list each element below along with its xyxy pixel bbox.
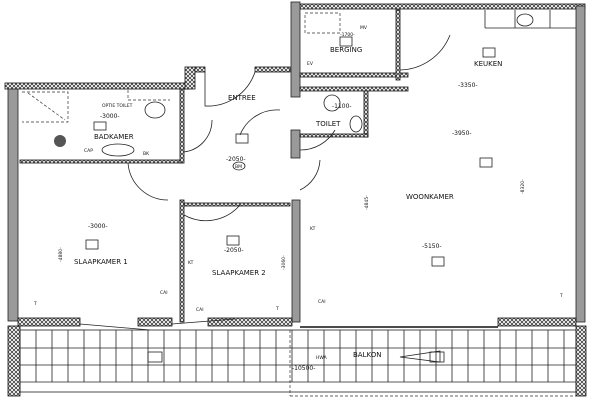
t-symbol: T	[275, 306, 279, 312]
label-badkamer: BADKAMER	[94, 133, 134, 141]
label-toilet: TOILET	[315, 120, 341, 128]
kt-symbol: KT	[310, 226, 316, 232]
label-berging: BERGING	[330, 46, 362, 54]
label-keuken: KEUKEN	[474, 60, 502, 68]
dim-slaapkamer2-depth: -3060-	[281, 255, 287, 270]
optional-toilet-icon	[144, 101, 166, 119]
cap-symbol: CAP	[84, 148, 93, 154]
dim-woonkamer-depth: -4845-	[364, 195, 370, 210]
kt-symbol: KT	[188, 260, 194, 266]
installation-symbols: BM CAP BK MV EV KT KT CAI CAI CAI T T T …	[33, 25, 563, 361]
label-entree: ENTREE	[228, 94, 256, 102]
washbasin-icon	[101, 143, 135, 157]
walls	[4, 1, 586, 328]
doors	[79, 34, 451, 331]
label-optie-toilet: OPTIE TOILET	[102, 103, 133, 109]
dim-berging: -1700-	[340, 32, 355, 38]
dim-entree: -2050-	[226, 156, 246, 163]
dim-slaapkamer2: -2050-	[224, 247, 244, 254]
t-symbol: T	[559, 293, 563, 299]
label-slaapkamer-2: SLAAPKAMER 2	[212, 269, 266, 277]
label-slaapkamer-1: SLAAPKAMER 1	[74, 258, 128, 266]
dim-balkon: -10500-	[292, 365, 315, 372]
dim-slaapkamer1: -3000-	[88, 223, 108, 230]
label-woonkamer: WOONKAMER	[406, 193, 454, 201]
dimension-labels: -3000- -2050- -3350- -1100- -3950- -5150…	[58, 32, 526, 372]
dim-badkamer: -3000-	[100, 113, 120, 120]
t-symbol: T	[33, 301, 37, 307]
sink-icon	[516, 13, 534, 27]
balcony	[7, 325, 587, 397]
bm-symbol: BM	[235, 164, 242, 170]
bk-symbol: BK	[143, 151, 150, 157]
cai-symbol: CAI	[196, 307, 204, 313]
mv-symbol: MV	[360, 25, 368, 31]
cai-symbol: CAI	[318, 299, 326, 305]
cai-symbol: CAI	[160, 290, 168, 296]
hwa-symbol: HWA	[316, 355, 328, 361]
ev-symbol: EV	[307, 61, 314, 67]
label-balkon: BALKON	[353, 351, 381, 359]
toilet-icon	[323, 94, 341, 112]
dim-toilet: -1100-	[332, 103, 352, 110]
fixtures	[22, 10, 576, 267]
dim-woonkamer-bottom: -5150-	[422, 243, 442, 250]
dim-woonkamer-top: -3950-	[452, 130, 472, 137]
room-labels: OPTIE TOILET BADKAMER ENTREE BERGING KEU…	[74, 46, 502, 359]
shower-drain-icon	[54, 135, 66, 147]
dim-slaapkamer1-depth: -4880-	[58, 247, 64, 262]
dim-keuken: -3350-	[458, 82, 478, 89]
dim-keuken-depth: -8320-	[520, 179, 526, 194]
